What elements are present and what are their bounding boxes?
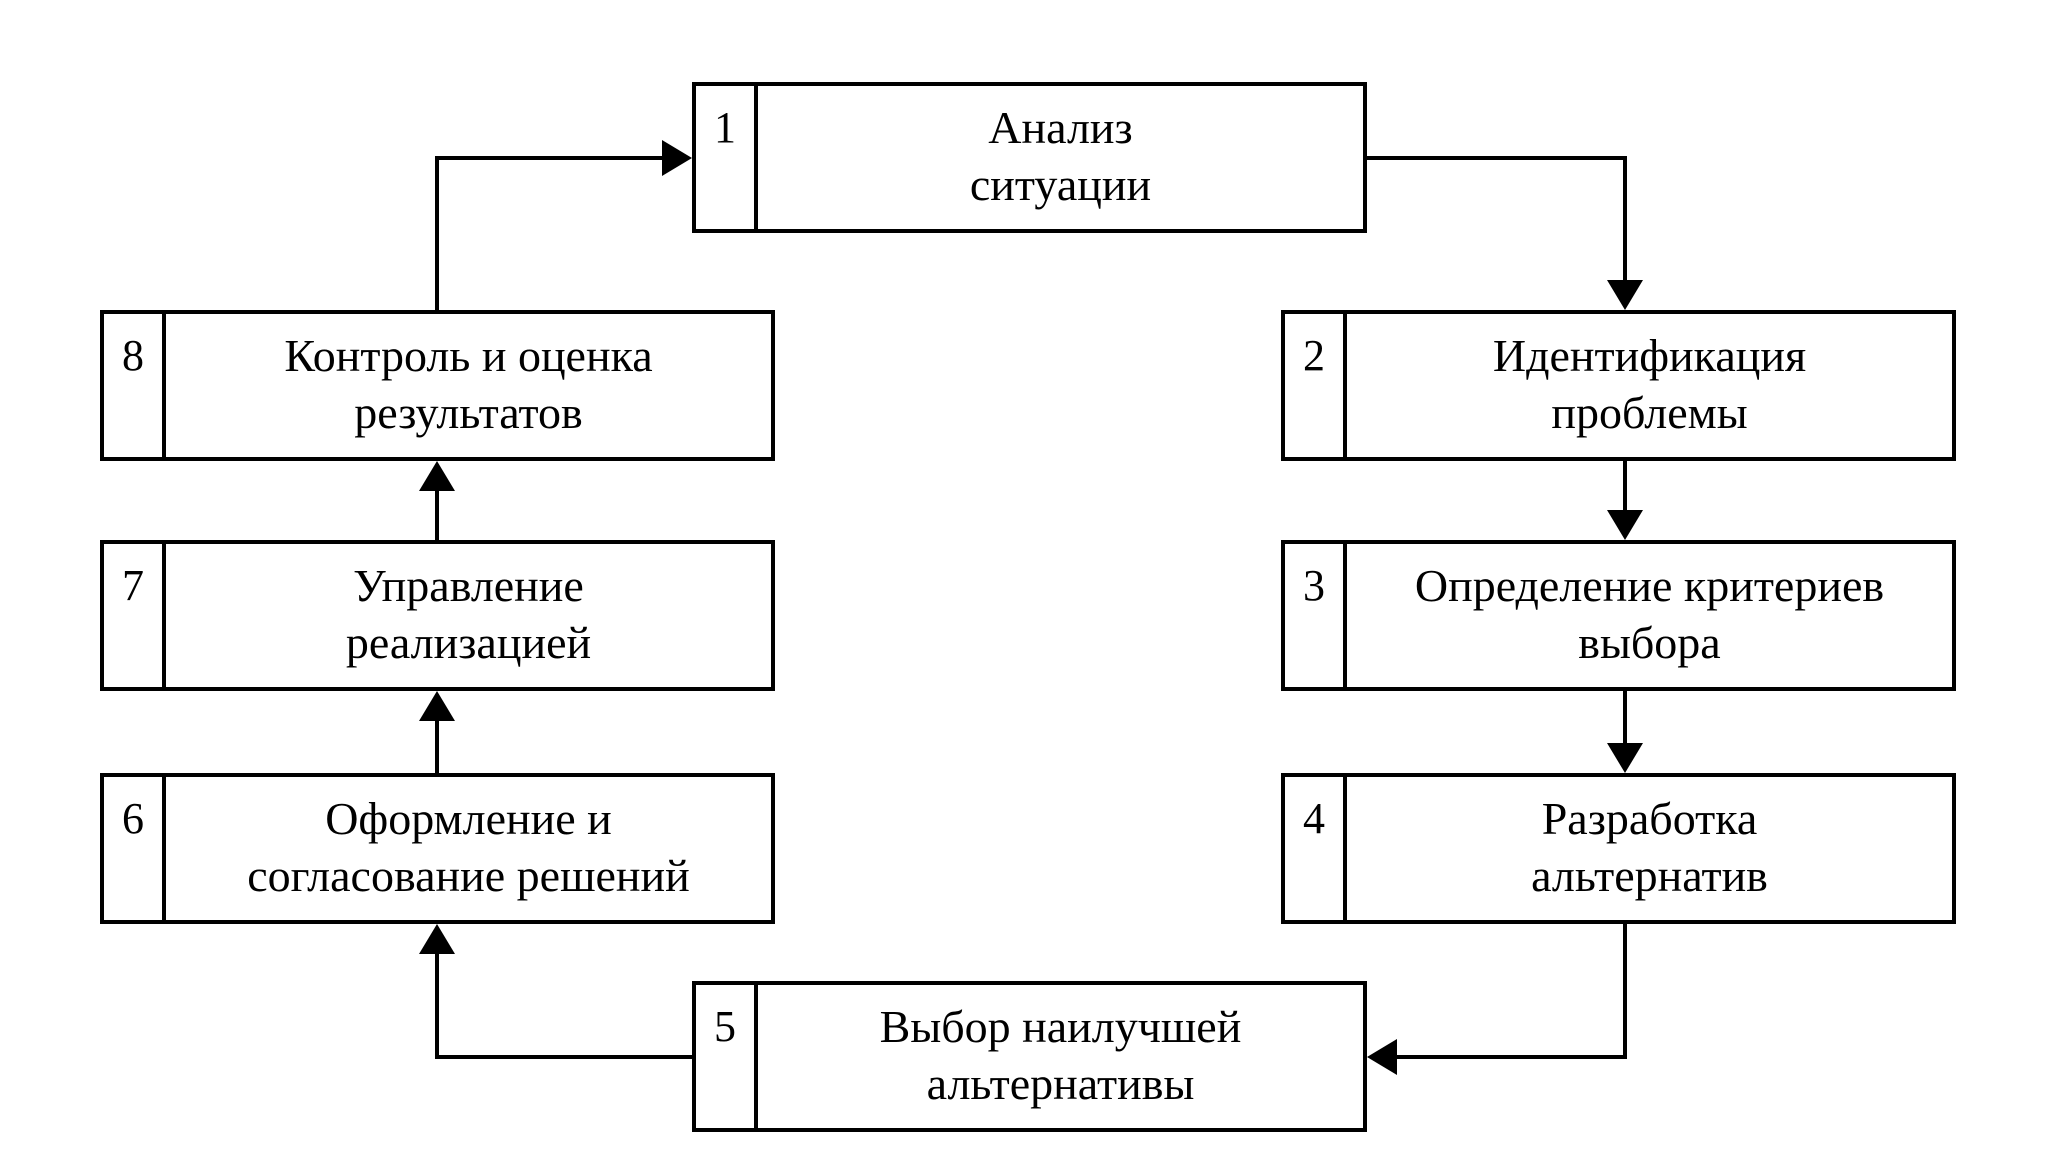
step-label-line: результатов: [354, 387, 583, 438]
arrowhead-into-3: [1607, 510, 1643, 540]
step-number: 1: [696, 86, 758, 229]
connector-5-to-6: [435, 954, 692, 1059]
step-box-2: 2 Идентификация проблемы: [1281, 310, 1956, 461]
step-box-1: 1 Анализ ситуации: [692, 82, 1367, 233]
step-label-line: Разработка: [1541, 793, 1758, 844]
step-label: Управление реализацией: [166, 544, 771, 687]
step-label-line: Выбор наилучшей: [879, 1001, 1242, 1052]
step-label: Определение критериев выбора: [1347, 544, 1952, 687]
step-label: Идентификация проблемы: [1347, 314, 1952, 457]
step-number: 7: [104, 544, 166, 687]
step-label-line: согласование решений: [247, 850, 690, 901]
arrowhead-into-5: [1367, 1039, 1397, 1075]
step-label-line: реализацией: [345, 617, 592, 668]
step-label: Контроль и оценка результатов: [166, 314, 771, 457]
step-number: 2: [1285, 314, 1347, 457]
step-label-line: Определение критериев: [1414, 560, 1885, 611]
step-label-line: Идентификация: [1492, 330, 1807, 381]
step-label: Разработка альтернатив: [1347, 777, 1952, 920]
step-label-line: ситуации: [969, 159, 1152, 210]
step-label-line: выбора: [1578, 617, 1721, 668]
step-number: 4: [1285, 777, 1347, 920]
step-box-8: 8 Контроль и оценка результатов: [100, 310, 775, 461]
step-label-line: Оформление и: [325, 793, 612, 844]
connector-8-to-1: [435, 156, 662, 310]
arrowhead-into-6: [419, 924, 455, 954]
step-box-4: 4 Разработка альтернатив: [1281, 773, 1956, 924]
step-number: 8: [104, 314, 166, 457]
step-label-line: альтернатив: [1531, 850, 1768, 901]
connector-1-to-2: [1367, 156, 1627, 280]
step-number: 5: [696, 985, 758, 1128]
arrowhead-into-8: [419, 461, 455, 491]
arrowhead-into-1: [662, 140, 692, 176]
step-box-7: 7 Управление реализацией: [100, 540, 775, 691]
step-box-3: 3 Определение критериев выбора: [1281, 540, 1956, 691]
arrowhead-into-4: [1607, 743, 1643, 773]
step-label-line: Управление: [353, 560, 584, 611]
step-label: Анализ ситуации: [758, 86, 1363, 229]
step-box-5: 5 Выбор наилучшей альтернативы: [692, 981, 1367, 1132]
step-box-6: 6 Оформление и согласование решений: [100, 773, 775, 924]
step-label: Оформление и согласование решений: [166, 777, 771, 920]
step-label-line: Контроль и оценка: [284, 330, 653, 381]
connector-4-to-5: [1397, 924, 1627, 1059]
step-label-line: Анализ: [988, 102, 1133, 153]
step-label-line: альтернативы: [926, 1058, 1195, 1109]
arrowhead-into-2: [1607, 280, 1643, 310]
arrowhead-into-7: [419, 691, 455, 721]
step-label-line: проблемы: [1551, 387, 1748, 438]
step-number: 6: [104, 777, 166, 920]
step-number: 3: [1285, 544, 1347, 687]
step-label: Выбор наилучшей альтернативы: [758, 985, 1363, 1128]
